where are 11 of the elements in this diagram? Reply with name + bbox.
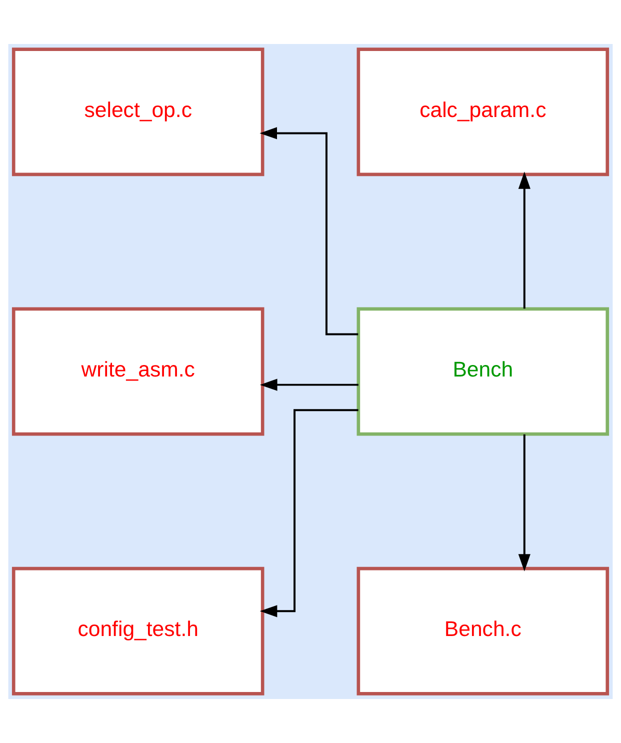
arrow (260, 378, 358, 391)
node-box: write_asm.c (12, 307, 264, 436)
arrow (260, 409, 358, 618)
arrow (518, 434, 530, 572)
arrow (260, 127, 358, 336)
node-box: Bench (356, 307, 610, 436)
node-box: select_op.c (12, 48, 264, 176)
node-box: Bench.c (356, 566, 610, 696)
node-box: config_test.h (12, 566, 264, 696)
node-box: calc_param.c (356, 48, 610, 176)
arrow (518, 172, 530, 309)
